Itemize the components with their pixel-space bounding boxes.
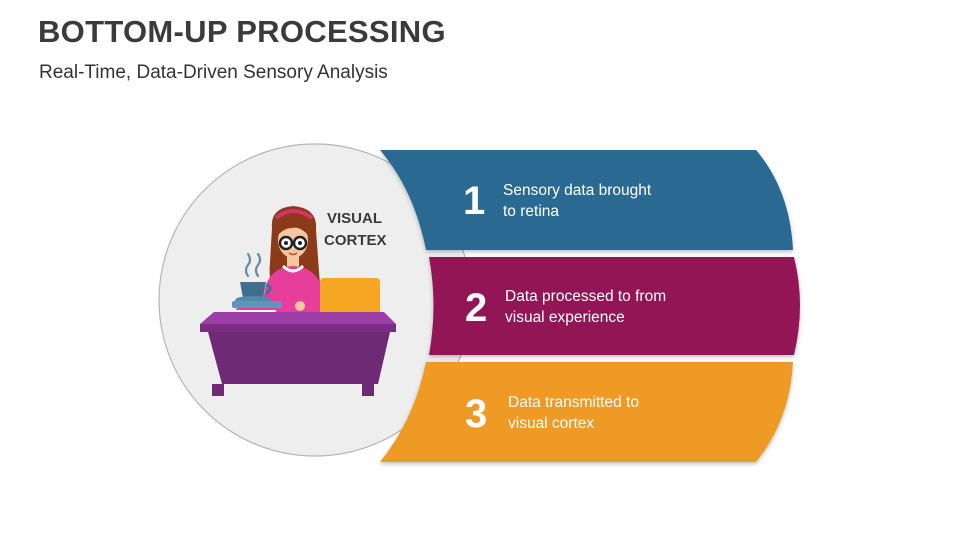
step-1-shape xyxy=(380,150,793,250)
step-2-banner: 2 Data processed to from visual experien… xyxy=(429,257,800,355)
step-2-line2: visual experience xyxy=(505,309,625,326)
visual-cortex-label-line2: CORTEX xyxy=(324,232,387,249)
step-2-line1: Data processed to from xyxy=(505,288,666,305)
step-2-number: 2 xyxy=(465,286,487,330)
slide-title: BOTTOM-UP PROCESSING xyxy=(38,14,446,49)
visual-cortex-label-line1: VISUAL xyxy=(327,210,382,227)
step-3-line1: Data transmitted to xyxy=(508,394,639,411)
step-1-line2: to retina xyxy=(503,203,559,220)
slide-subtitle: Real-Time, Data-Driven Sensory Analysis xyxy=(39,62,388,83)
step-3-number: 3 xyxy=(465,392,487,436)
step-3-banner: 3 Data transmitted to visual cortex xyxy=(380,362,793,462)
steam-icon xyxy=(244,252,262,278)
step-3-line2: visual cortex xyxy=(508,415,594,432)
step-1-number: 1 xyxy=(463,179,485,223)
step-2-shape xyxy=(429,257,800,355)
step-1-line1: Sensory data brought xyxy=(503,182,652,199)
step-1-banner: 1 Sensory data brought to retina xyxy=(380,150,793,250)
step-3-shape xyxy=(380,362,793,462)
desk xyxy=(200,312,396,396)
